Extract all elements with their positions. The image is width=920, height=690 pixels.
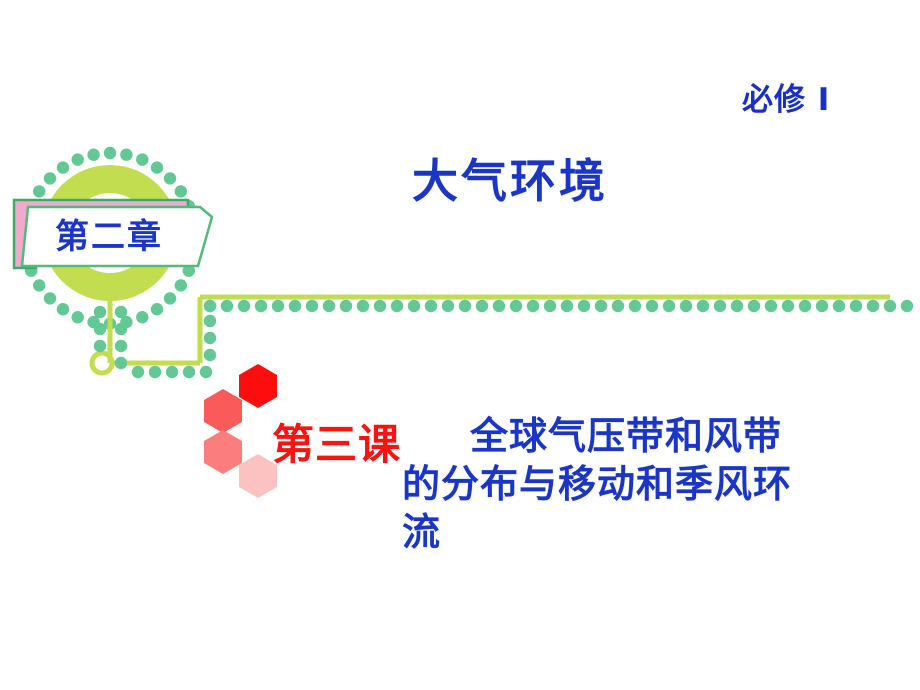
lesson-title-line-3: 流 — [402, 510, 442, 554]
hex-medium-red — [204, 389, 242, 433]
lesson-title-line-1: 全球气压带和风带 — [470, 414, 783, 458]
connector-line — [89, 294, 890, 376]
lesson-number-label: 第三课 — [272, 420, 402, 469]
lesson-title-line-2: 的分布与移动和季风环 — [402, 462, 793, 506]
connector-dots — [93, 299, 914, 379]
hex-light-red — [204, 430, 242, 474]
chapter-badge-label: 第二章 — [55, 217, 163, 257]
lesson-title-block: 全球气压带和风带 的分布与移动和季风环 流 — [402, 412, 902, 556]
hex-bright-red — [239, 364, 277, 408]
subject-label: 必修 I — [742, 82, 831, 118]
hexagon-cluster — [204, 364, 277, 498]
page-title: 大气环境 — [412, 154, 608, 208]
